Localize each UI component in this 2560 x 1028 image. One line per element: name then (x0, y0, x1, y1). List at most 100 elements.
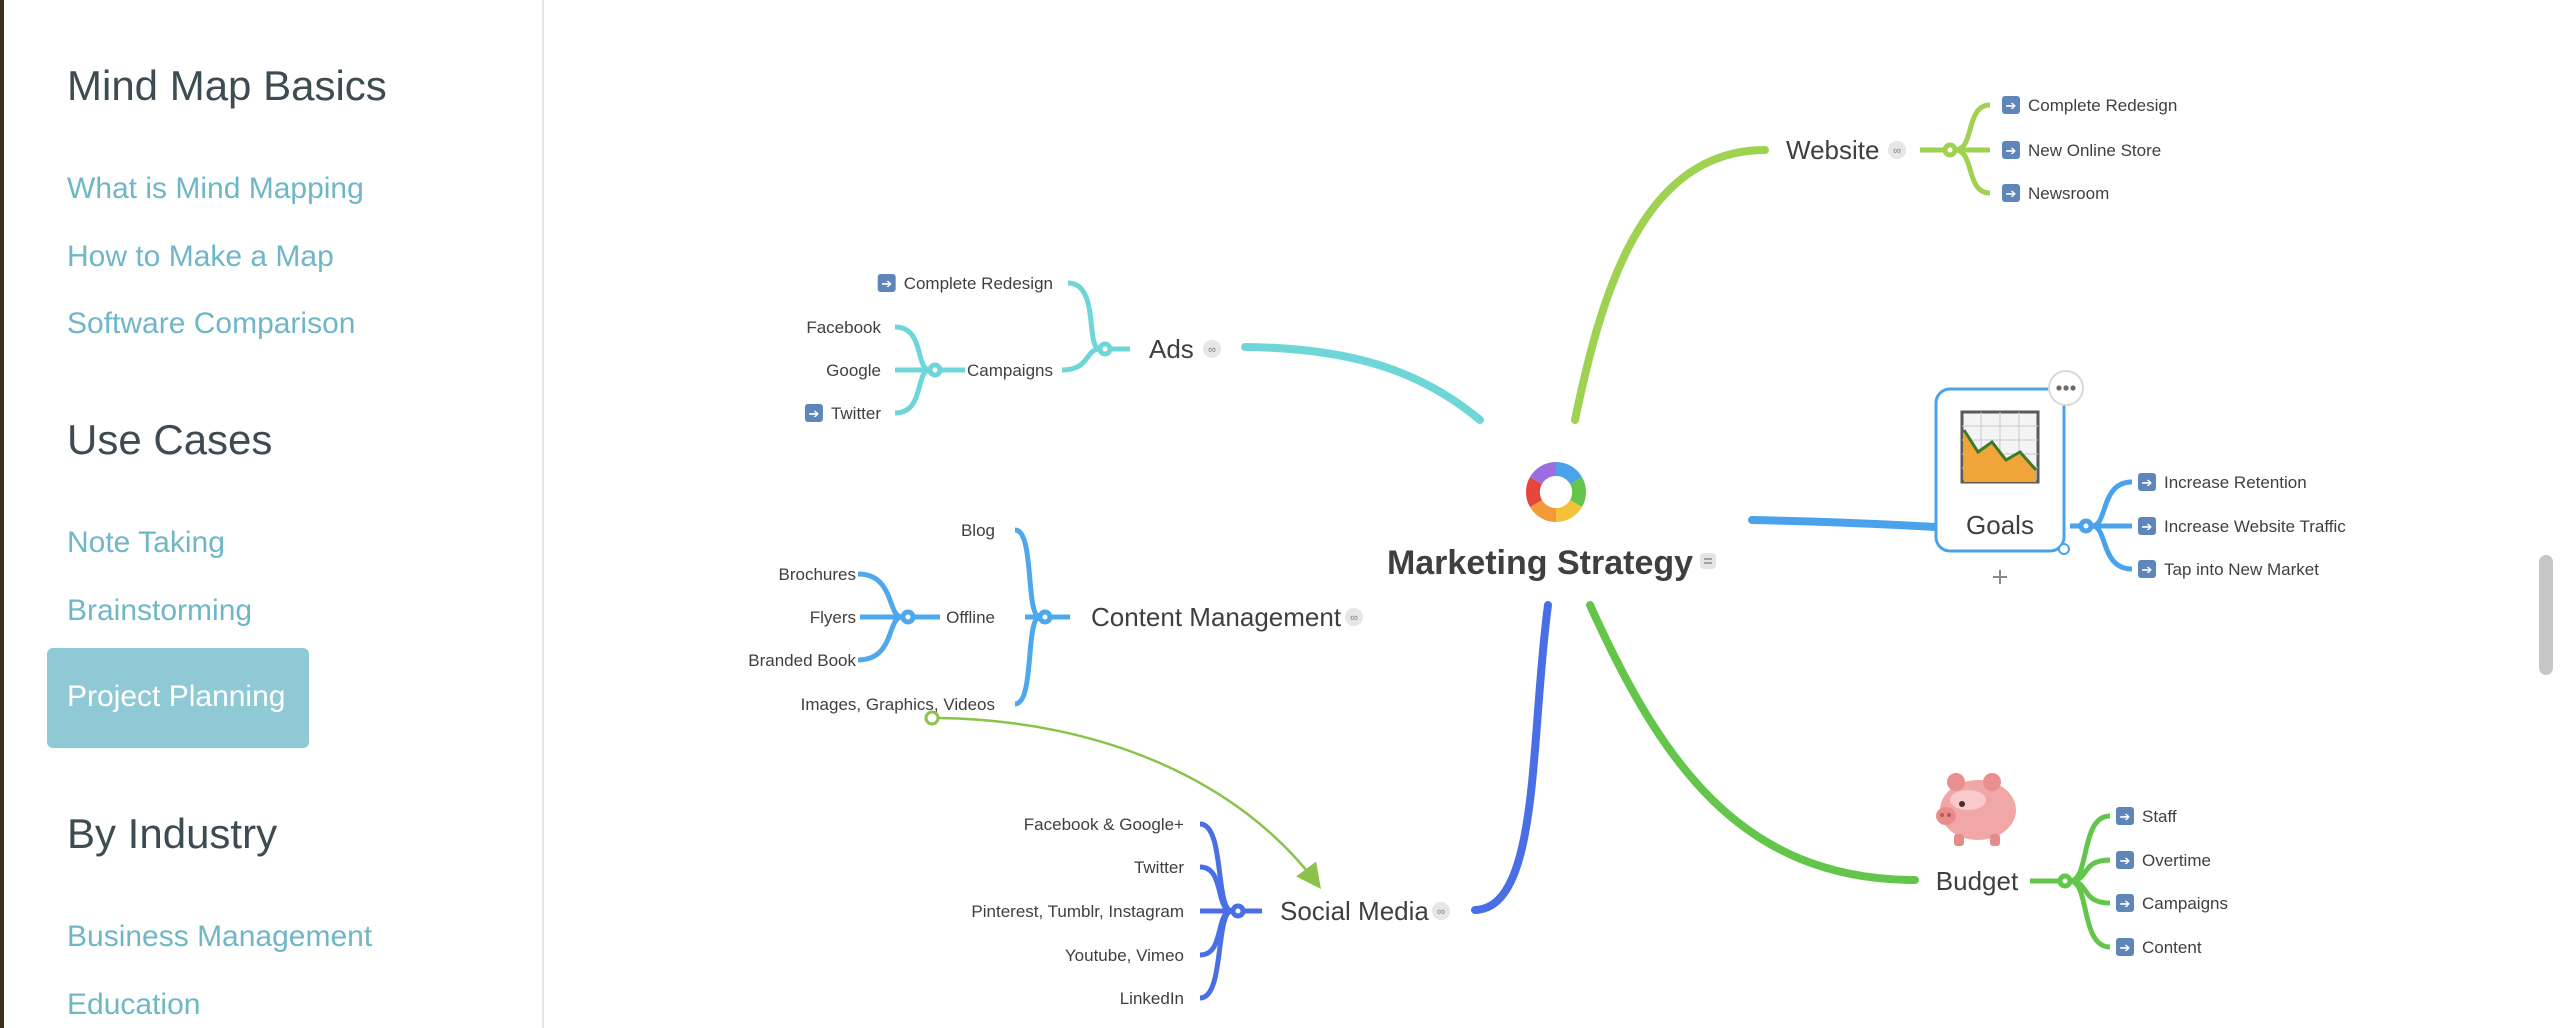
social-subtopic-label: Facebook & Google+ (1024, 815, 1184, 834)
task-arrow-icon: ➔ (2116, 851, 2134, 869)
website-subtopic-label: Complete Redesign (2028, 96, 2177, 115)
link-icon[interactable]: ∞ (1888, 141, 1906, 159)
topic-goals[interactable]: Goals (1934, 370, 2084, 589)
website-subtopic[interactable]: Complete Redesign (2028, 96, 2177, 115)
svg-text:➔: ➔ (2006, 98, 2017, 113)
social-subtopic[interactable]: LinkedIn (1120, 989, 1184, 1008)
section-title-by-industry: By Industry (67, 810, 278, 857)
section-title-basics: Mind Map Basics (67, 62, 387, 109)
content-offline-item[interactable]: Brochures (779, 565, 856, 584)
social-subtopic[interactable]: Youtube, Vimeo (1065, 946, 1184, 965)
central-topic-label: Marketing Strategy (1387, 544, 1693, 582)
task-arrow-icon: ➔ (804, 404, 823, 422)
ads-campaign-item[interactable]: Facebook (806, 318, 881, 337)
svg-text:➔: ➔ (2142, 562, 2153, 577)
social-subtopic-label: LinkedIn (1120, 989, 1184, 1008)
svg-text:∞: ∞ (1437, 906, 1445, 918)
ads-subtopic-redesign-label: Complete Redesign (904, 274, 1053, 293)
nav-link-project-planning-active[interactable]: Project Planning (47, 648, 309, 748)
svg-text:➔: ➔ (2120, 896, 2131, 911)
svg-text:➔: ➔ (2006, 143, 2017, 158)
ads-fork (894, 280, 1130, 416)
topic-ads[interactable]: Ads ∞ (1149, 334, 1221, 364)
ads-campaign-item[interactable]: Google (826, 361, 881, 380)
nav-link-project-planning-label: Project Planning (67, 680, 286, 713)
link-icon[interactable]: ∞ (1203, 340, 1221, 358)
social-subtopic[interactable]: Pinterest, Tumblr, Instagram (971, 902, 1184, 921)
link-icon[interactable]: ∞ (1345, 608, 1363, 626)
branch-social (1471, 601, 1552, 914)
task-arrow-icon: ➔ (2138, 560, 2156, 578)
budget-subtopic-label: Campaigns (2142, 894, 2228, 913)
nav-link-education[interactable]: Education (67, 988, 201, 1021)
goals-subtopic[interactable]: Tap into New Market (2164, 560, 2319, 579)
social-subtopic[interactable]: Facebook & Google+ (1024, 815, 1184, 834)
topic-social-media[interactable]: Social Media ∞ (1280, 896, 1450, 926)
social-subtopic-label: Pinterest, Tumblr, Instagram (971, 902, 1184, 921)
nav-link-what-is-mind-mapping[interactable]: What is Mind Mapping (67, 172, 364, 205)
topic-budget[interactable]: Budget (1936, 773, 2019, 896)
subtopics: Complete Redesign ➔ New Online Store ➔ Newsr… (748, 96, 2346, 1008)
content-subtopic-images[interactable]: Images, Graphics, Videos (801, 695, 995, 714)
social-subtopic[interactable]: Twitter (1134, 858, 1184, 877)
link-icon[interactable]: ∞ (1432, 902, 1450, 920)
social-subtopic-label: Youtube, Vimeo (1065, 946, 1184, 965)
svg-text:∞: ∞ (1893, 145, 1901, 157)
ads-subtopic-redesign[interactable]: Complete Redesign (904, 274, 1053, 293)
content-offline-item-label: Branded Book (748, 651, 856, 670)
goals-subtopic[interactable]: Increase Retention (2164, 473, 2307, 492)
content-offline-item[interactable]: Flyers (810, 608, 856, 627)
note-icon[interactable] (1700, 553, 1716, 569)
nav-link-note-taking[interactable]: Note Taking (67, 526, 225, 559)
task-arrow-icon: ➔ (2116, 938, 2134, 956)
vertical-scrollbar[interactable] (2534, 0, 2560, 1028)
svg-text:∞: ∞ (1350, 612, 1358, 624)
budget-subtopic-label: Overtime (2142, 851, 2211, 870)
website-subtopic-label: Newsroom (2028, 184, 2109, 203)
nav-link-software-comparison[interactable]: Software Comparison (67, 307, 356, 340)
budget-subtopic-label: Content (2142, 938, 2202, 957)
nav-link-how-to-make-a-map[interactable]: How to Make a Map (67, 240, 334, 273)
window-edge (0, 0, 4, 1028)
website-subtopic[interactable]: Newsroom (2028, 184, 2109, 203)
ads-campaign-item-label: Facebook (806, 318, 881, 337)
website-subtopic[interactable]: New Online Store (2028, 141, 2161, 160)
topic-website-label: Website (1786, 135, 1879, 165)
topic-content-label: Content Management (1091, 602, 1342, 632)
nav-link-business-management[interactable]: Business Management (67, 920, 373, 953)
website-subtopic-label: New Online Store (2028, 141, 2161, 160)
content-subtopic-offline[interactable]: Offline (946, 608, 995, 627)
topic-goals-label: Goals (1966, 510, 2034, 540)
goals-subtopic[interactable]: Increase Website Traffic (2164, 517, 2346, 536)
content-offline-item[interactable]: Branded Book (748, 651, 856, 670)
nav-link-brainstorming[interactable]: Brainstorming (67, 594, 253, 627)
ads-subtopic-campaigns[interactable]: Campaigns (967, 361, 1053, 380)
topic-content-management[interactable]: Content Management ∞ (1091, 602, 1363, 632)
svg-text:➔: ➔ (2120, 853, 2131, 868)
section-title-use-cases: Use Cases (67, 416, 273, 463)
svg-text:➔: ➔ (2006, 186, 2017, 201)
scrollbar-thumb[interactable] (2539, 555, 2553, 675)
svg-text:➔: ➔ (2120, 940, 2131, 955)
content-subtopic-blog[interactable]: Blog (961, 521, 995, 540)
budget-subtopic[interactable]: Content (2142, 938, 2202, 957)
more-options-icon[interactable] (2048, 370, 2084, 406)
budget-subtopic[interactable]: Overtime (2142, 851, 2211, 870)
topic-ads-label: Ads (1149, 334, 1194, 364)
central-topic[interactable]: Marketing Strategy (1387, 462, 1716, 582)
resize-handle[interactable] (2058, 543, 2070, 555)
add-topic-icon[interactable] (1988, 565, 2012, 589)
social-subtopic-label: Twitter (1134, 858, 1184, 877)
topic-website[interactable]: Website ∞ (1786, 135, 1906, 165)
task-arrow-icon: ➔ (2002, 184, 2020, 202)
ads-campaign-item[interactable]: Twitter (831, 404, 881, 423)
task-arrow-icon: ➔ (2002, 96, 2020, 114)
budget-subtopic[interactable]: Staff (2142, 807, 2177, 826)
task-arrow-icon: ➔ (877, 274, 896, 292)
goals-subtopic-label: Tap into New Market (2164, 560, 2319, 579)
task-arrow-icon: ➔ (2138, 517, 2156, 535)
task-arrow-icon: ➔ (2138, 473, 2156, 491)
relationship-arrow[interactable] (937, 716, 1321, 890)
budget-subtopic[interactable]: Campaigns (2142, 894, 2228, 913)
